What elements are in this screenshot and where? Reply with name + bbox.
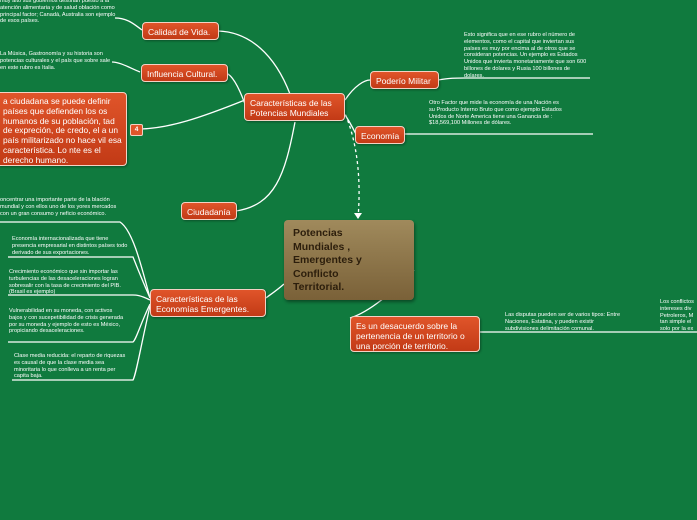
link-ciudadania-big [140, 99, 246, 130]
central-title-line1: Potencias [293, 227, 343, 239]
note-influencia: La Música, Gastronomía y su historia son… [0, 51, 111, 71]
central-title-line4: Conflicto [293, 267, 339, 280]
note-calidad: muy alto sus gobiernos destinan puesto a… [0, 0, 116, 25]
central-title-line3: Emergentes y [293, 254, 362, 266]
note-disputas: Las disputas pueden ser de varios tipos:… [505, 312, 621, 332]
dashed-arrowhead [354, 213, 362, 219]
link-poderio-note [437, 77, 590, 81]
node-caracteristicas-potencias[interactable]: Características de las Potencias Mundial… [244, 93, 345, 121]
note-emergentes-4: Clase media reducida: el reparto de riqu… [14, 353, 126, 380]
node-ciudadania[interactable]: Ciudadanía [181, 202, 237, 220]
node-economia[interactable]: Economía [355, 126, 405, 144]
link-emergentes-3 [8, 303, 151, 343]
node-calidad-de-vida[interactable]: Calidad de Vida. [142, 22, 219, 40]
note-emergentes-1: Economía internacionalizada que tiene pr… [12, 236, 128, 256]
link-influencia-note [111, 61, 141, 73]
node-influencia-cultural[interactable]: Influencia Cultural. [141, 64, 228, 82]
link-potencias-influencia [225, 72, 246, 105]
note-ciudadania-definicion[interactable]: a ciudadana se puede definir países que … [0, 92, 127, 166]
link-calidad-note [114, 17, 143, 31]
link-emergentes-4 [12, 305, 151, 381]
central-title-line2: Mundiales , [293, 240, 351, 253]
link-emergentes-intro [0, 221, 151, 299]
link-emergentes-1 [8, 256, 151, 299]
note-emergentes-2: Crecimiento económico que sin importar l… [9, 269, 121, 296]
note-poderio: Esto significa que en ese rubro el númer… [464, 32, 587, 79]
link-central-emergentes [265, 283, 285, 299]
link-potencias-calidad [217, 30, 291, 95]
note-emergentes-3: Vulnerabilidad en su moneda, con activos… [9, 308, 124, 335]
node-poderio-militar[interactable]: Poderío Militar [370, 71, 439, 89]
node-desacuerdo-territorial[interactable]: Es un desacuerdo sobre la pertenencia de… [350, 316, 480, 352]
link-potencias-ciudadania [235, 121, 296, 212]
note-emergentes-intro: oncentrar una importante parte de la bla… [0, 197, 117, 217]
central-topic[interactable]: Potencias Mundiales , Emergentes y Confl… [284, 220, 414, 300]
link-emergentes-2 [8, 294, 151, 301]
note-economia: Otro Factor que mide la economía de una … [429, 100, 562, 127]
link-potencias-poderio [344, 79, 371, 101]
note-conflictos: Los conflictos intereses div Petroleros,… [660, 299, 694, 333]
central-title-line5: Territorial. [293, 281, 345, 293]
collapsed-count-badge[interactable]: 4 [130, 124, 143, 136]
node-caracteristicas-emergentes[interactable]: Características de las Economías Emergen… [150, 289, 266, 317]
